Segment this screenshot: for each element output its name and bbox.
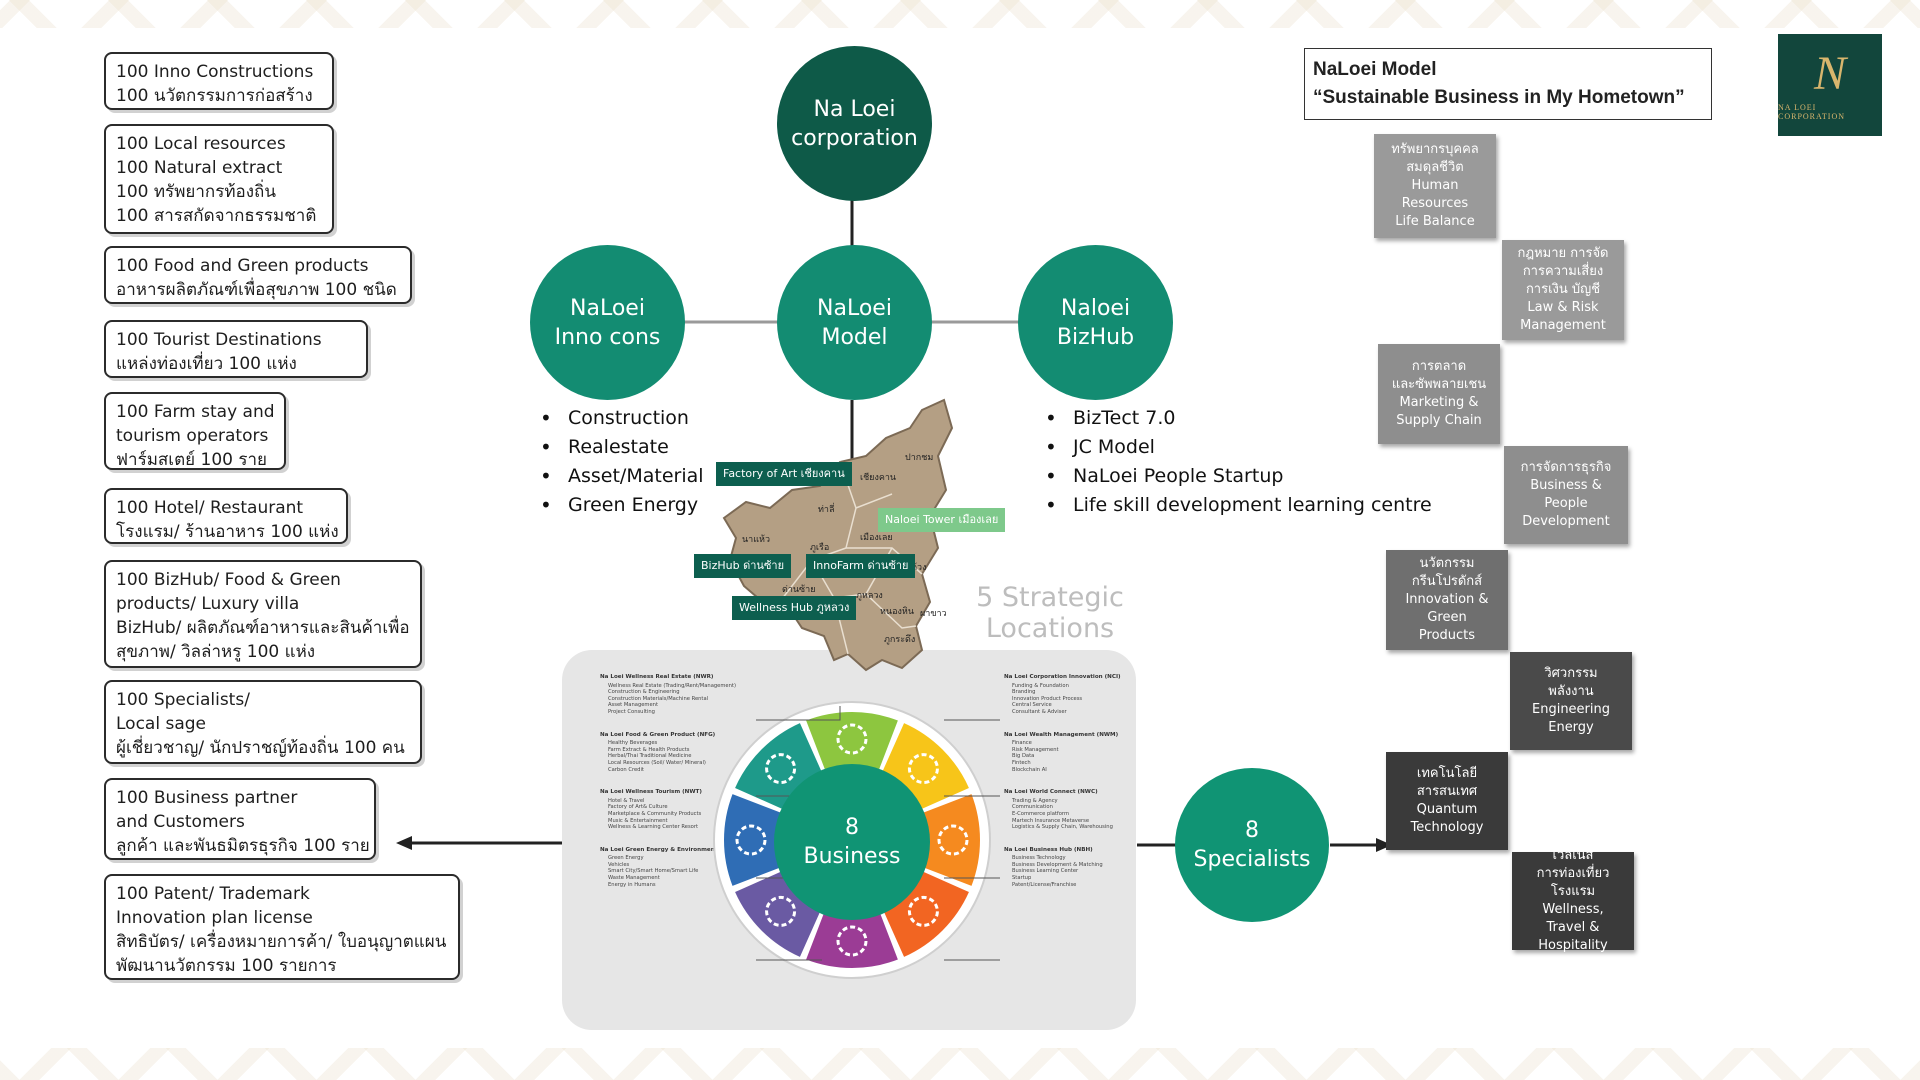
specialist-box-human-resources: ทรัพยากรบุคคล สมดุลชีวิต Human Resources… <box>1374 134 1496 238</box>
wheel-segment <box>806 712 898 771</box>
tag-wellness-hub: Wellness Hub ภูหลวง <box>732 596 857 620</box>
map-label-phuruea: ภูเรือ <box>810 543 830 553</box>
map-label-phukradueng: ภูกระดึง <box>884 635 916 645</box>
bullet-item: Realestate <box>538 433 704 462</box>
left-box-local-resources: 100 Local resources 100 Natural extract … <box>104 124 334 234</box>
map-label-mueang-loei: เมืองเลย <box>860 533 893 543</box>
circle-naloei-model: NaLoei Model <box>777 245 932 400</box>
wheel-segment <box>735 723 822 810</box>
circle-8-business: 8 Business <box>774 764 930 920</box>
left-box-patent-trademark: 100 Patent/ Trademark Innovation plan li… <box>104 874 460 980</box>
gear-icon <box>907 753 939 785</box>
arrow-right-head <box>1376 838 1392 852</box>
specialist-box-engineering: วิศวกรรม พลังงาน Engineering Energy <box>1510 652 1632 750</box>
gears-icon <box>937 824 969 856</box>
specialist-box-quantum: เทคโนโลยี สารสนเทศ Quantum Technology <box>1386 752 1508 850</box>
circle-na-loei-corporation: Na Loei corporation <box>777 46 932 201</box>
bullet-item: Life skill development learning centre <box>1043 491 1432 520</box>
business-group-nfg: Na Loei Food & Green Product (NFG) Healt… <box>600 731 716 773</box>
left-box-bizhub: 100 BizHub/ Food & Green products/ Luxur… <box>104 560 422 668</box>
logo-text: NA LOEI CORPORATION <box>1778 103 1846 121</box>
left-box-hotel-restaurant: 100 Hotel/ Restaurant โรงแรม/ ร้านอาหาร … <box>104 488 348 544</box>
map-label-nahaeo: นาแห้ว <box>742 535 770 545</box>
model-title-box: NaLoei Model “Sustainable Business in My… <box>1304 48 1712 120</box>
bullet-item: JC Model <box>1043 433 1432 462</box>
innocons-bullet-list: Construction Realestate Asset/Material G… <box>538 404 704 520</box>
map-label-chiangkhan: เชียงคาน <box>860 473 897 483</box>
left-box-specialists: 100 Specialists/ Local sage ผู้เชี่ยวชาญ… <box>104 680 422 764</box>
specialist-box-wellness: เวลเนส การท่องเที่ยว โรงแรม Wellness, Tr… <box>1512 848 1634 953</box>
business-group-nwc: Na Loei World Connect (NWC) Trading & Ag… <box>1004 789 1113 831</box>
map-label-phakhao: ผาขาว <box>920 609 947 619</box>
business-group-nwr: Na Loei Wellness Real Estate (NWR) Welln… <box>600 674 736 715</box>
wheel-segment <box>806 909 898 968</box>
wheel-segment <box>882 723 969 810</box>
circle-naloei-inno-cons: NaLoei Inno cons <box>530 245 685 400</box>
arrow-left-head <box>396 836 412 850</box>
bullet-item: NaLoei People Startup <box>1043 462 1432 491</box>
bullet-item: BizTect 7.0 <box>1043 404 1432 433</box>
bullet-item: Construction <box>538 404 704 433</box>
business-group-nwm: Na Loei Wealth Management (NWM) Finance … <box>1004 731 1119 773</box>
city-icon <box>836 723 868 755</box>
bullet-item: Asset/Material <box>538 462 704 491</box>
circle-naloei-bizhub: Naloei BizHub <box>1018 245 1173 400</box>
map-label-thali: ท่าลี่ <box>818 505 835 515</box>
logo-monogram: N <box>1813 47 1846 100</box>
left-box-business-partner: 100 Business partner and Customers ลูกค้… <box>104 778 376 860</box>
bullet-item: Green Energy <box>538 491 704 520</box>
specialist-box-business-people: การจัดการธุรกิจ Business & People Develo… <box>1504 446 1628 544</box>
business-group-nbh: Na Loei Business Hub (NBH) Business Tech… <box>1004 846 1103 888</box>
traveler-icon <box>735 824 767 856</box>
left-box-food-green-products: 100 Food and Green products อาหารผลิตภัณ… <box>104 246 412 304</box>
left-box-inno-constructions: 100 Inno Constructions 100 นวัตกรรมการก่… <box>104 52 334 110</box>
wheel-segment <box>724 794 783 886</box>
business-left-column: Na Loei Wellness Real Estate (NWR) Welln… <box>600 674 760 888</box>
business-group-nwt: Na Loei Wellness Tourism (NWT) Hotel & T… <box>600 789 702 831</box>
bulb-gear-icon <box>836 925 868 957</box>
na-loei-logo: N NA LOEI CORPORATION <box>1778 34 1882 136</box>
left-box-tourist-destinations: 100 Tourist Destinations แหล่งท่องเที่ยว… <box>104 320 368 378</box>
gear-icon <box>907 895 939 927</box>
tag-naloei-tower: Naloei Tower เมืองเลย <box>878 508 1006 532</box>
map-label-nonghin: หนองหิน <box>880 607 914 617</box>
map-label-dansai: ด่านซ้าย <box>782 585 816 595</box>
map-label-pakchom: ปากชม <box>905 453 934 463</box>
business-group-nci: Na Loei Corporation Innovation (NCI) Fun… <box>1004 674 1121 715</box>
car-network-icon <box>765 895 797 927</box>
specialist-box-innovation: นวัตกรรม กรีนโปรดักส์ Innovation & Green… <box>1386 550 1508 650</box>
page-subtitle: “Sustainable Business in My Hometown” <box>1313 87 1685 108</box>
circle-8-specialists: 8 Specialists <box>1175 768 1329 922</box>
wellness-icon <box>765 753 797 785</box>
strategic-locations-label: 5 Strategic Locations <box>976 582 1124 644</box>
left-box-farm-stay: 100 Farm stay and tourism operators ฟาร์… <box>104 392 286 470</box>
bizhub-bullet-list: BizTect 7.0 JC Model NaLoei People Start… <box>1043 404 1432 520</box>
business-right-column: Na Loei Corporation Innovation (NCI) Fun… <box>1004 674 1130 888</box>
map-label-phuluang: ภูหลวง <box>856 591 883 601</box>
tag-innofarm-dansai: InnoFarm ด่านซ้าย <box>806 554 916 578</box>
specialist-box-law-risk: กฎหมาย การจัด การความเสี่ยง การเงิน บัญช… <box>1502 240 1624 340</box>
business-group-nge: Na Loei Green Energy & Environment (NGE)… <box>600 846 738 888</box>
wheel-segment <box>921 794 980 886</box>
wheel-segment <box>735 870 822 957</box>
leader-line <box>756 706 841 721</box>
tag-bizhub-dansai: BizHub ด่านซ้าย <box>694 554 792 578</box>
wheel-segment <box>882 870 969 957</box>
tag-factory-of-art: Factory of Art เชียงคาน <box>716 462 852 486</box>
page-title: NaLoei Model <box>1313 59 1437 80</box>
